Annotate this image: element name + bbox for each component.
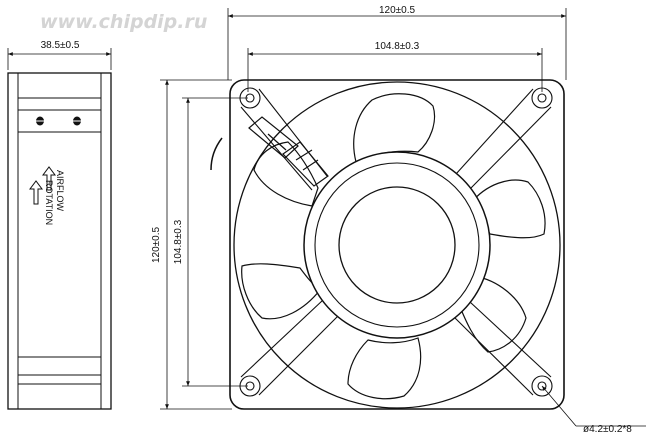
hub-outer [303,151,491,339]
rotation-arrow-icon [29,180,43,205]
mounting-hole-top-left [239,87,261,109]
front-height-label: 120±0.5 [151,227,162,264]
side-body [7,72,112,410]
side-width-label: 38.5±0.5 [41,40,80,51]
fan-blade-6 [253,141,319,207]
lead-wire-terminal [248,116,329,187]
strut-bottom-right [453,301,552,396]
terminal-left [36,116,44,126]
hub-center [338,186,456,304]
terminal-right [73,116,81,126]
fan-blade-4 [347,337,422,400]
hub-inner-ring [314,162,480,328]
hole-callout-leader [541,385,577,427]
strut-top-right [455,88,552,190]
airflow-arrow-icon [42,166,56,191]
watermark: www.chipdip.ru [40,11,207,33]
venturi-ring [233,81,561,409]
rotation-arc-arrow-icon [210,137,223,171]
hole-callout-label: ø4.2±0.2*8 [583,424,632,435]
mounting-hole-top-right [531,87,553,109]
front-view: ø4.2±0.2*8 [210,79,646,435]
front-hole-spacing-h-label: 104.8±0.3 [375,41,420,52]
rotation-label: ROTATION [44,180,54,225]
fan-blade-5 [241,263,321,320]
fan-frame [229,79,565,410]
strut-bottom-left [240,299,340,396]
airflow-label: AIRFLOW [55,170,65,212]
front-width-label: 120±0.5 [379,5,416,16]
mounting-hole-bottom-left [239,375,261,397]
front-dimensions: 120±0.5 104.8±0.3 120±0.5 104.8±0.3 [151,5,567,410]
front-hole-spacing-v-label: 104.8±0.3 [173,219,184,264]
side-view: 38.5±0.5 AIRFLOW ROTATION [7,40,112,410]
